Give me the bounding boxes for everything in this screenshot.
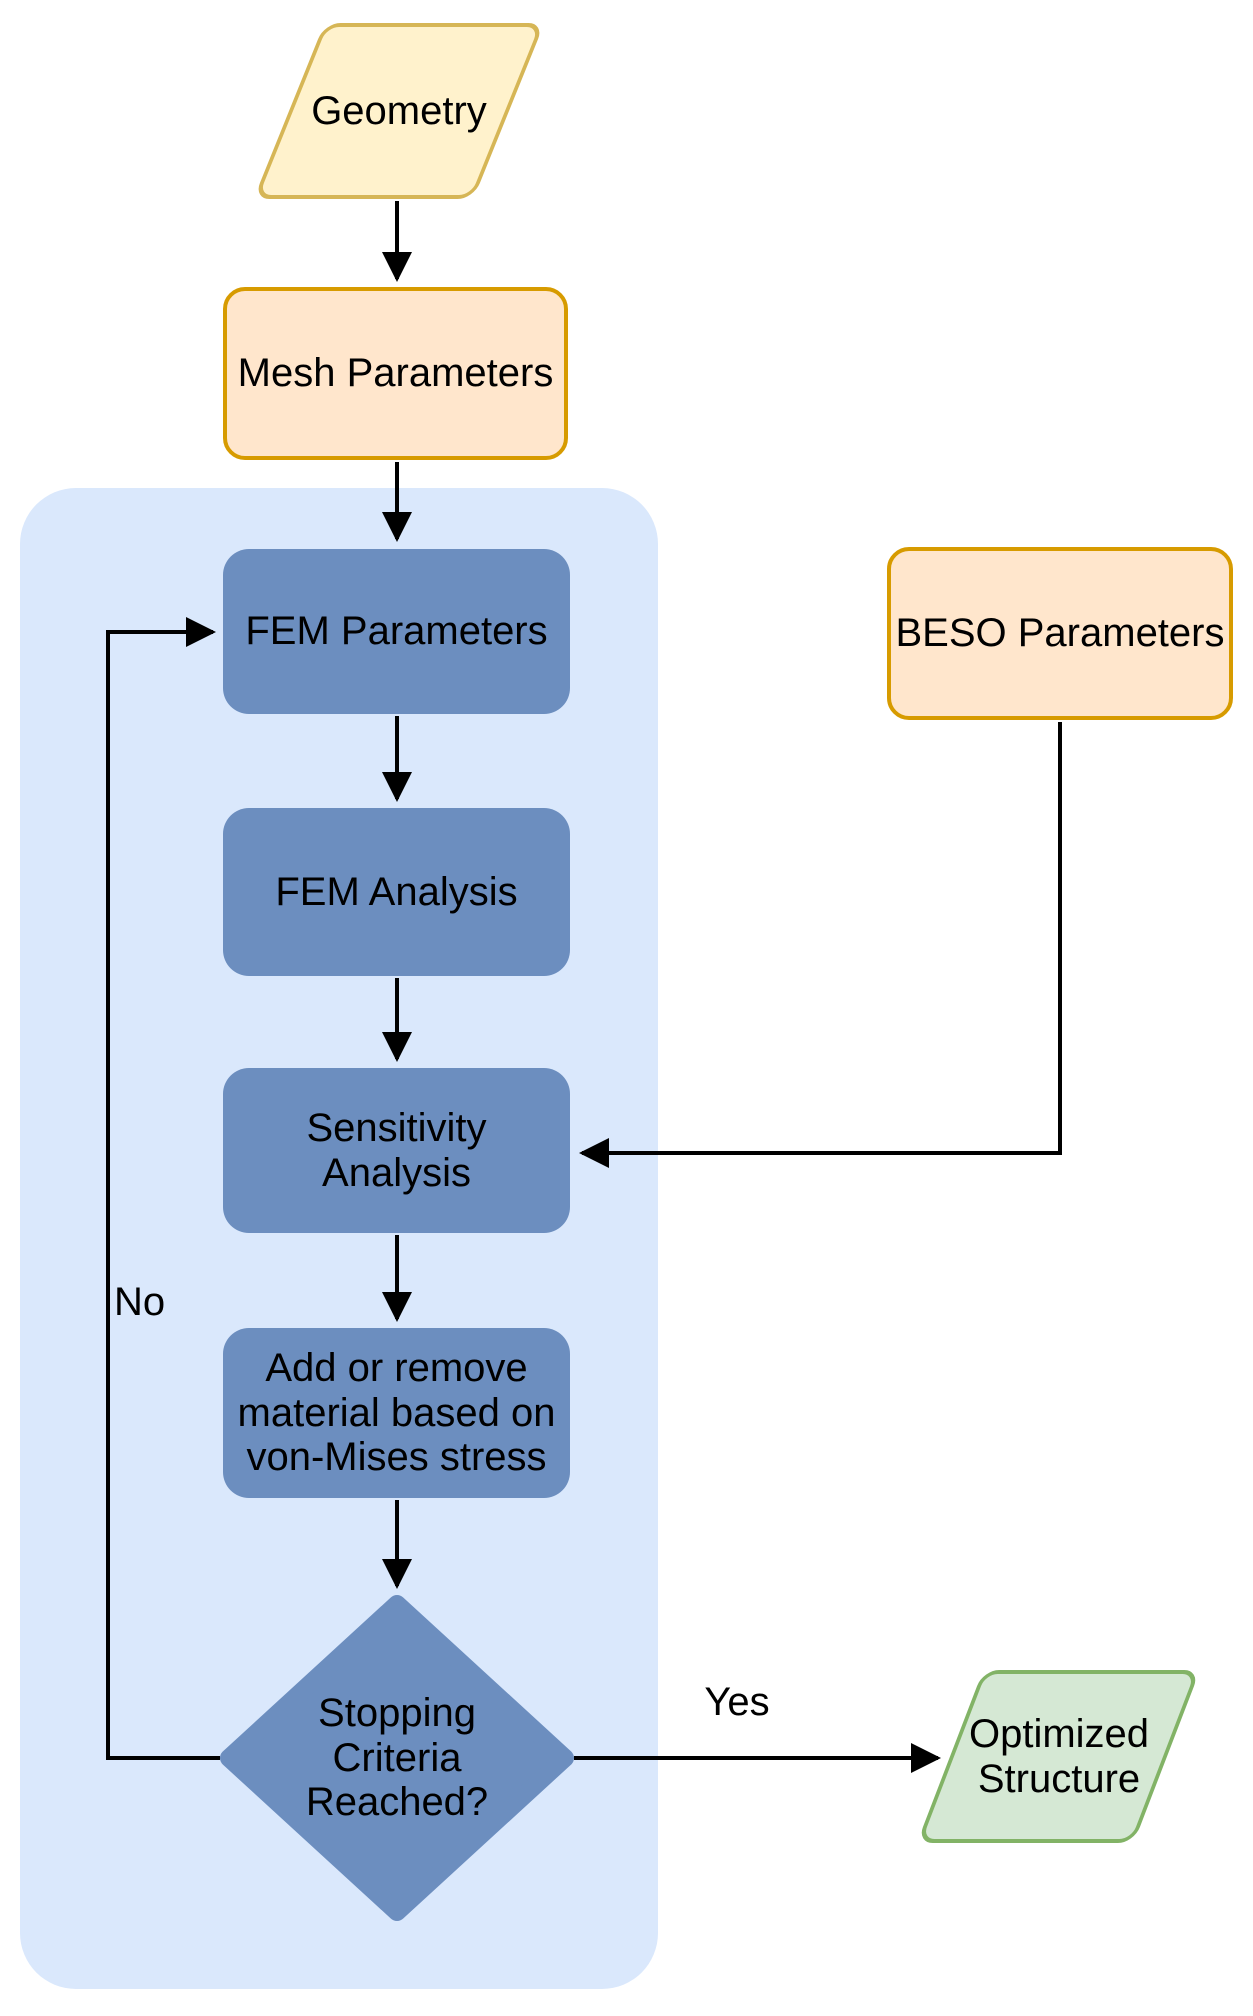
node-add-remove-material: Add or remove material based on von-Mise… [223,1328,570,1498]
fem-analysis-label: FEM Analysis [275,869,518,914]
geometry-label: Geometry [311,88,487,133]
node-stopping-criteria-diamond [220,1595,574,1921]
stopping-criteria-label: Stopping Criteria Reached? [305,1690,489,1825]
node-fem-analysis: FEM Analysis [223,808,570,976]
edge-label-yes: Yes [704,1680,770,1724]
optimized-structure-label: Optimized Structure [968,1711,1150,1801]
add-remove-material-label: Add or remove material based on von-Mise… [237,1345,556,1480]
fem-parameters-label: FEM Parameters [245,609,548,654]
mesh-parameters-label: Mesh Parameters [237,351,554,396]
node-mesh-parameters: Mesh Parameters [223,287,568,460]
edge-no-loop-to-fem-parameters [106,617,220,1760]
sensitivity-analysis-label: Sensitivity Analysis [306,1105,487,1195]
beso-parameters-label: BESO Parameters [895,611,1225,656]
node-fem-parameters: FEM Parameters [223,549,570,714]
edge-label-no: No [114,1280,166,1324]
edge-beso-to-sensitivity [579,722,1062,1168]
node-beso-parameters: BESO Parameters [887,547,1233,720]
node-sensitivity-analysis: Sensitivity Analysis [223,1068,570,1233]
